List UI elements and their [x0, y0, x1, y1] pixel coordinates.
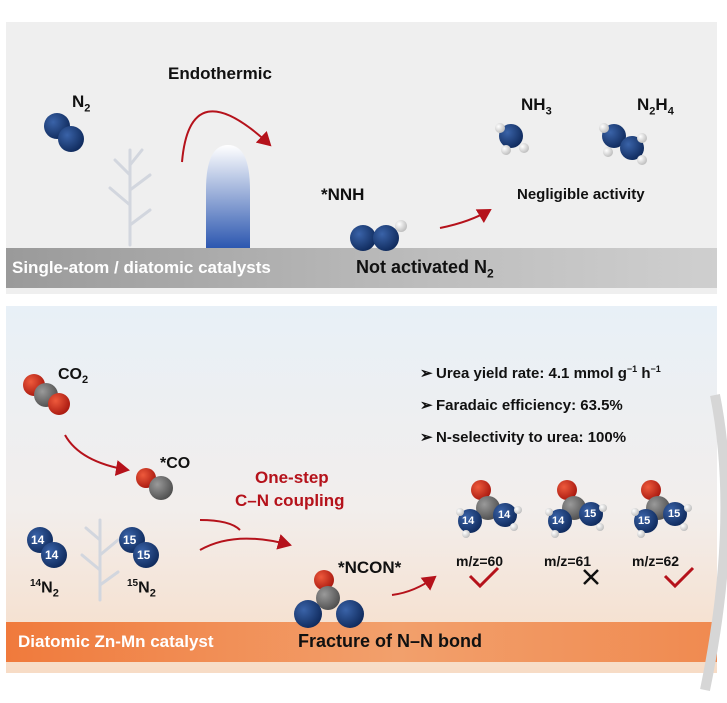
check-icon-60 [468, 566, 500, 589]
nh3-label: NH3 [521, 95, 552, 118]
endothermic-arrow [181, 110, 272, 163]
ncon-molecule [294, 570, 364, 628]
urea61-n-left-label: 14 [552, 515, 565, 527]
edge-arc-decoration [700, 394, 727, 692]
mz-label-62: m/z=62 [632, 553, 680, 569]
one-step-label: One-step [255, 468, 329, 487]
atom-label-14b: 14 [45, 548, 59, 562]
ncon-label: *NCON* [338, 558, 402, 577]
co2-label: CO2 [58, 366, 89, 387]
n14-pair-molecule [27, 527, 67, 568]
n15-label: 15N2 [127, 578, 156, 600]
co-molecule [136, 468, 173, 500]
atom-label-15a: 15 [123, 533, 137, 547]
urea-molecule-62 [631, 480, 692, 538]
energy-barrier-bar [206, 145, 250, 248]
atom-label-14a: 14 [31, 533, 45, 547]
bottom-band: Diatomic Zn-Mn catalyst Fracture of N–N … [6, 622, 717, 662]
fracture-label: Fracture of N–N bond [298, 631, 483, 651]
urea-molecule-61 [545, 480, 607, 538]
n2-to-ncon-arrow [199, 519, 290, 550]
dendrite-decoration-top [108, 148, 152, 247]
atom-label-15b: 15 [137, 548, 151, 562]
dendrite-decoration-bottom [80, 518, 120, 602]
nnh-molecule [350, 220, 407, 251]
nnh-to-products-arrow [439, 208, 492, 229]
ncon-to-urea-arrow [391, 575, 437, 596]
n14-label: 14N2 [30, 578, 59, 600]
n2h4-label: N2H4 [637, 95, 674, 118]
urea62-n-left-label: 15 [638, 515, 651, 527]
top-band: Single-atom / diatomic catalysts Not act… [6, 248, 717, 288]
n2-label: N2 [72, 92, 91, 115]
bullet-faradaic-efficiency: ➢Faradaic efficiency: 63.5% [420, 397, 623, 414]
co-label: *CO [160, 455, 191, 472]
check-icon-62 [663, 566, 695, 589]
urea60-n-left-label: 14 [462, 515, 475, 527]
bottom-band-title: Diatomic Zn-Mn catalyst [18, 632, 214, 651]
not-activated-label: Not activated N2 [356, 257, 494, 281]
bullet-n-selectivity: ➢N-selectivity to urea: 100% [420, 429, 627, 446]
n15-pair-molecule [119, 527, 159, 568]
negligible-activity-label: Negligible activity [517, 186, 645, 203]
n2h4-molecule [599, 123, 647, 165]
mz-label-60: m/z=60 [456, 553, 504, 569]
cross-icon-61 [583, 569, 599, 585]
top-band-title: Single-atom / diatomic catalysts [12, 258, 271, 277]
bullet-urea-yield: ➢Urea yield rate: 4.1 mmol g−1 h−1 [420, 364, 661, 382]
urea60-n-right-label: 14 [498, 509, 511, 521]
cn-coupling-label: C–N coupling [235, 491, 345, 510]
urea-molecule-60 [456, 480, 522, 538]
nh3-molecule [495, 123, 529, 155]
bullet-arrow-icon: ➢ [420, 429, 433, 446]
bullet-arrow-icon: ➢ [420, 397, 433, 414]
n2-molecule [44, 113, 84, 152]
mz-label-61: m/z=61 [544, 553, 592, 569]
nnh-label: *NNH [321, 185, 365, 204]
endothermic-label: Endothermic [168, 64, 272, 83]
co2-molecule [23, 374, 70, 415]
urea62-n-right-label: 15 [668, 508, 681, 520]
co2-to-co-arrow [64, 434, 130, 476]
urea61-n-right-label: 15 [584, 508, 597, 520]
bullet-arrow-icon: ➢ [420, 365, 433, 382]
